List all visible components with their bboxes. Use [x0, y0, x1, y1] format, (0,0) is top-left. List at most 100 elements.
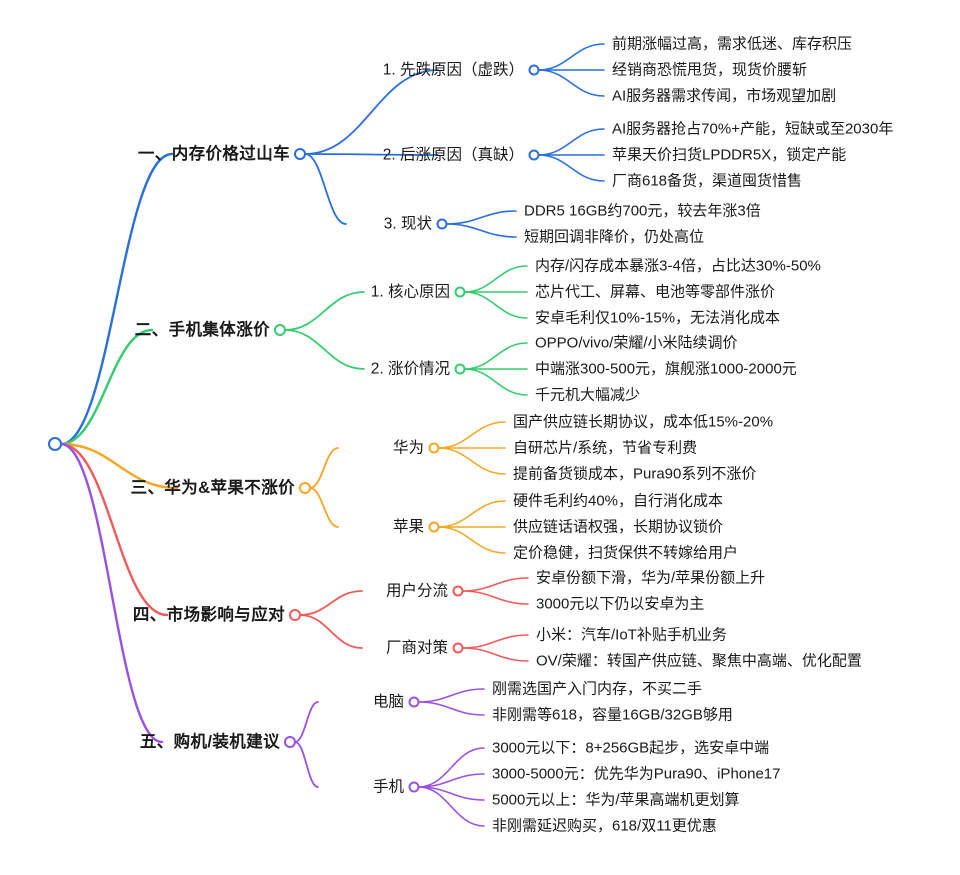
branch-5-child-2-leaf-edge-3 [417, 786, 485, 827]
branch-1-child-3-edge [304, 153, 347, 225]
branch-5-child-1-label[interactable]: 电脑 [372, 693, 404, 711]
branch-2-child-2-leaf-2[interactable]: 千元机大幅减少 [535, 386, 641, 404]
branch-5-child-1-leaf-1[interactable]: 非刚需等618，容量16GB/32GB够用 [492, 706, 733, 724]
branch-3-trunk-edge [59, 442, 179, 490]
branch-4-child-1-leaf-1[interactable]: 3000元以下仍以安卓为主 [536, 595, 705, 613]
branch-3-child-2-leaf-edge-0 [437, 500, 506, 528]
branch-1-child-2-leaf-0[interactable]: AI服务器抢占70%+产能，短缺或至2030年 [612, 120, 894, 138]
branch-3-child-1-leaf-0[interactable]: 国产供应链长期协议，成本低15%-20% [513, 413, 774, 431]
branch-1-child-2-leaf-2[interactable]: 厂商618备货，渠道囤货惜售 [612, 172, 803, 190]
branch-4-child-1-leaf-0[interactable]: 安卓份额下滑，华为/苹果份额上升 [536, 569, 766, 587]
branch-4-child-2-leaf-1[interactable]: OV/荣耀：转国产供应链、聚焦中高端、优化配置 [536, 652, 862, 670]
branch-5-trunk-edge [59, 442, 164, 744]
branch-2-child-1-label[interactable]: 1. 核心原因 [370, 283, 450, 301]
branch-2-child-2-node-dot[interactable] [454, 363, 466, 375]
branch-2-node-dot[interactable] [274, 324, 286, 336]
branch-4-child-1-leaf-edge-0 [461, 577, 529, 592]
branch-5-label[interactable]: 五、购机/装机建议 [139, 732, 280, 751]
branch-5-child-1-edge [294, 701, 319, 743]
branch-2-child-1-node-dot[interactable] [454, 286, 466, 298]
branch-1-child-1-leaf-edge-2 [537, 69, 605, 97]
branch-3-child-1-leaf-1[interactable]: 自研芯片/系统，节省专利费 [513, 439, 698, 457]
branch-5-child-2-leaf-2[interactable]: 5000元以上：华为/苹果高端机更划算 [492, 791, 740, 809]
branch-2-child-2-leaf-edge-2 [463, 368, 528, 396]
branch-3-child-2-leaf-0[interactable]: 硬件毛利约40%，自行消化成本 [513, 492, 724, 510]
branch-1-child-1-label[interactable]: 1. 先跌原因（虚跌） [382, 61, 524, 79]
branch-1-child-1-edge [304, 69, 439, 155]
branch-1-child-1-node-dot[interactable] [528, 64, 540, 76]
branch-3-child-1-leaf-2[interactable]: 提前备货锁成本，Pura90系列不涨价 [513, 465, 757, 483]
branch-3-child-2-leaf-2[interactable]: 定价稳健，扫货保供不转嫁给用户 [513, 544, 739, 562]
branch-1-trunk-edge [59, 152, 174, 446]
branch-5-child-1-leaf-0[interactable]: 刚需选国产入门内存，不买二手 [492, 680, 703, 698]
branch-1-node-dot[interactable] [294, 148, 306, 160]
branch-2-trunk-edge [59, 328, 154, 446]
branch-4-child-2-leaf-edge-1 [461, 647, 529, 662]
branch-1-child-3-leaf-1[interactable]: 短期回调非降价，仍处高位 [524, 228, 705, 246]
branch-3-child-1-node-dot[interactable] [428, 442, 440, 454]
branch-3-child-2-leaf-edge-2 [437, 526, 506, 554]
branch-1-child-2-leaf-edge-2 [537, 154, 605, 182]
branch-1-label[interactable]: 一、内存价格过山车 [137, 144, 290, 163]
branch-3-child-2-label[interactable]: 苹果 [392, 518, 424, 536]
branch-5-child-1-leaf-edge-1 [417, 701, 485, 716]
branch-5-node-dot[interactable] [284, 736, 296, 748]
branch-4-child-2-leaf-edge-0 [461, 634, 529, 649]
branch-1-child-2-leaf-1[interactable]: 苹果天价扫货LPDDR5X，锁定产能 [612, 146, 847, 164]
branch-1-child-3-label[interactable]: 3. 现状 [383, 215, 432, 233]
branch-4-node-dot[interactable] [289, 609, 301, 621]
branch-3-label[interactable]: 三、华为&苹果不涨价 [130, 478, 295, 497]
branch-1-child-1-leaf-1[interactable]: 经销商恐慌甩货，现货价腰斩 [612, 61, 808, 79]
branch-1-child-3-leaf-edge-1 [445, 223, 517, 238]
branch-4-child-2-label[interactable]: 厂商对策 [385, 639, 448, 657]
branch-3-child-2-leaf-1[interactable]: 供应链话语权强，长期协议锁价 [513, 518, 724, 536]
branch-3-child-2-node-dot[interactable] [428, 521, 440, 533]
branch-2-child-2-leaf-1[interactable]: 中端涨300-500元，旗舰涨1000-2000元 [535, 360, 797, 378]
branch-3-node-dot[interactable] [299, 482, 311, 494]
branch-1-child-1-leaf-edge-0 [537, 43, 605, 71]
branch-2-child-1-leaf-1[interactable]: 芯片代工、屏幕、电池等零部件涨价 [535, 283, 776, 301]
branch-2-child-2-label[interactable]: 2. 涨价情况 [370, 360, 450, 378]
branch-5-child-2-label[interactable]: 手机 [372, 778, 404, 796]
branch-3-child-1-label[interactable]: 华为 [392, 439, 424, 457]
branch-2-child-1-leaf-edge-2 [463, 291, 528, 319]
branch-1-child-1-leaf-2[interactable]: AI服务器需求传闻，市场观望加剧 [612, 87, 837, 105]
branch-2-child-2-leaf-0[interactable]: OPPO/vivo/荣耀/小米陆续调价 [535, 334, 738, 352]
branch-1-child-1-leaf-0[interactable]: 前期涨幅过高，需求低迷、库存积压 [612, 35, 853, 53]
branch-4-child-1-node-dot[interactable] [452, 585, 464, 597]
branch-4-child-1-label[interactable]: 用户分流 [385, 582, 448, 600]
branch-4-child-1-leaf-edge-1 [461, 590, 529, 605]
branch-2-label[interactable]: 二、手机集体涨价 [134, 320, 270, 339]
branch-4-child-2-node-dot[interactable] [452, 642, 464, 654]
branch-3-child-1-leaf-edge-2 [437, 447, 506, 475]
branch-2-child-1-leaf-edge-0 [463, 265, 528, 293]
branch-1-child-2-node-dot[interactable] [528, 149, 540, 161]
branch-5-child-2-leaf-3[interactable]: 非刚需延迟购买，618/双11更优惠 [492, 817, 717, 835]
branch-4-child-1-edge [299, 590, 363, 616]
branch-5-child-1-leaf-edge-0 [417, 688, 485, 703]
branch-4-trunk-edge [59, 442, 169, 617]
branch-4-child-2-edge [299, 614, 363, 649]
branch-1-child-3-leaf-edge-0 [445, 210, 517, 225]
branch-5-child-2-leaf-1[interactable]: 3000-5000元：优先华为Pura90、iPhone17 [492, 765, 781, 783]
branch-3-child-1-edge [309, 447, 339, 489]
branch-5-child-1-node-dot[interactable] [408, 696, 420, 708]
branch-1-child-2-edge [304, 153, 439, 156]
branch-1-child-2-leaf-edge-0 [537, 128, 605, 156]
branch-2-child-1-leaf-0[interactable]: 内存/闪存成本暴涨3-4倍，占比达30%-50% [535, 257, 821, 275]
branch-1-child-3-leaf-0[interactable]: DDR5 16GB约700元，较去年涨3倍 [524, 202, 761, 220]
branch-5-child-2-leaf-0[interactable]: 3000元以下：8+256GB起步，选安卓中端 [492, 739, 770, 757]
branch-2-child-1-leaf-2[interactable]: 安卓毛利仅10%-15%，无法消化成本 [535, 309, 781, 327]
branch-4-child-2-leaf-0[interactable]: 小米：汽车/IoT补贴手机业务 [536, 626, 727, 644]
root-node-dot[interactable] [48, 437, 62, 451]
branch-5-child-2-edge [294, 741, 319, 788]
branch-2-child-1-edge [284, 291, 365, 331]
branch-1-child-2-label[interactable]: 2. 后涨原因（真缺） [382, 146, 524, 164]
branch-4-label[interactable]: 四、市场影响与应对 [132, 605, 285, 624]
branch-2-child-2-leaf-edge-0 [463, 342, 528, 370]
branch-2-child-2-edge [284, 329, 365, 370]
branch-1-child-3-node-dot[interactable] [436, 218, 448, 230]
branch-5-child-2-node-dot[interactable] [408, 781, 420, 793]
